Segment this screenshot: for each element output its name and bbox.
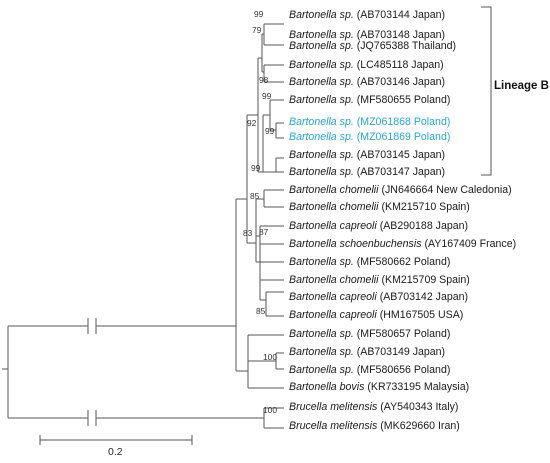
bootstrap-value: 99 bbox=[251, 163, 261, 173]
bootstrap-value: 98 bbox=[259, 75, 269, 85]
taxon-label: Bartonella sp. (MZ061868 Poland) bbox=[289, 116, 451, 128]
bootstrap-value: 85 bbox=[250, 191, 260, 201]
taxon-label: Bartonella chomelii (KM215709 Spain) bbox=[289, 274, 470, 286]
scale-bar-label: 0.2 bbox=[108, 446, 123, 458]
taxon-label: Bartonella sp. (LC485118 Japan) bbox=[289, 59, 444, 71]
taxon-label: Bartonella sp. (MF580655 Poland) bbox=[289, 94, 451, 106]
taxon-label: Bartonella sp. (JQ765388 Thailand) bbox=[289, 40, 457, 52]
taxon-label: Bartonella schoenbuchensis (AY167409 Fra… bbox=[289, 238, 517, 250]
taxon-label: Bartonella capreoli (AB703142 Japan) bbox=[289, 291, 469, 303]
lineage-bracket bbox=[481, 6, 492, 176]
taxon-label: Bartonella sp. (AB703145 Japan) bbox=[289, 149, 446, 161]
taxon-label: Bartonella capreoli (AB290188 Japan) bbox=[289, 220, 469, 232]
taxon-label: Bartonella sp. (MF580662 Poland) bbox=[289, 256, 451, 268]
taxon-label: Bartonella bovis (KR733195 Malaysia) bbox=[289, 381, 470, 393]
taxon-label: Bartonella sp. (AB703149 Japan) bbox=[289, 346, 446, 358]
branch-break bbox=[88, 318, 96, 334]
bootstrap-value: 99 bbox=[254, 9, 264, 19]
scale-bar bbox=[39, 435, 193, 445]
taxon-label: Bartonella sp. (MZ061869 Poland) bbox=[289, 131, 451, 143]
taxon-label: Bartonella sp. (MF580656 Poland) bbox=[289, 364, 451, 376]
branch-break-markers bbox=[87, 318, 97, 426]
taxon-label: Bartonella sp. (AB703144 Japan) bbox=[289, 9, 446, 21]
bootstrap-value: 79 bbox=[252, 25, 262, 35]
bootstrap-value: 99 bbox=[265, 126, 275, 136]
tree-branches bbox=[2, 23, 284, 429]
taxon-label: Brucella melitensis (AY540343 Italy) bbox=[289, 401, 459, 413]
bootstrap-value: 99 bbox=[262, 91, 272, 101]
bootstrap-value: 83 bbox=[243, 228, 253, 238]
bootstrap-value: 85 bbox=[256, 306, 266, 316]
taxon-label: Brucella melitensis (MK629660 Iran) bbox=[289, 420, 460, 432]
bootstrap-value: 100 bbox=[263, 405, 277, 415]
taxon-label: Bartonella chomelii (KM215710 Spain) bbox=[289, 201, 470, 213]
branch-break bbox=[88, 410, 96, 426]
taxon-label: Bartonella sp. (AB703148 Japan) bbox=[289, 29, 446, 41]
lineage-label: Lineage B bbox=[494, 80, 549, 92]
taxon-label: Bartonella capreoli (HM167505 USA) bbox=[289, 309, 464, 321]
taxon-label: Bartonella sp. (MF580657 Poland) bbox=[289, 328, 451, 340]
taxon-label: Bartonella sp. (AB703146 Japan) bbox=[289, 76, 446, 88]
bootstrap-value: 100 bbox=[263, 352, 277, 362]
taxon-label: Bartonella sp. (AB703147 Japan) bbox=[289, 166, 446, 178]
taxon-label: Bartonella chomelii (JN646664 New Caledo… bbox=[289, 184, 512, 196]
bootstrap-value: 87 bbox=[259, 227, 269, 237]
bootstrap-value: 92 bbox=[247, 118, 257, 128]
